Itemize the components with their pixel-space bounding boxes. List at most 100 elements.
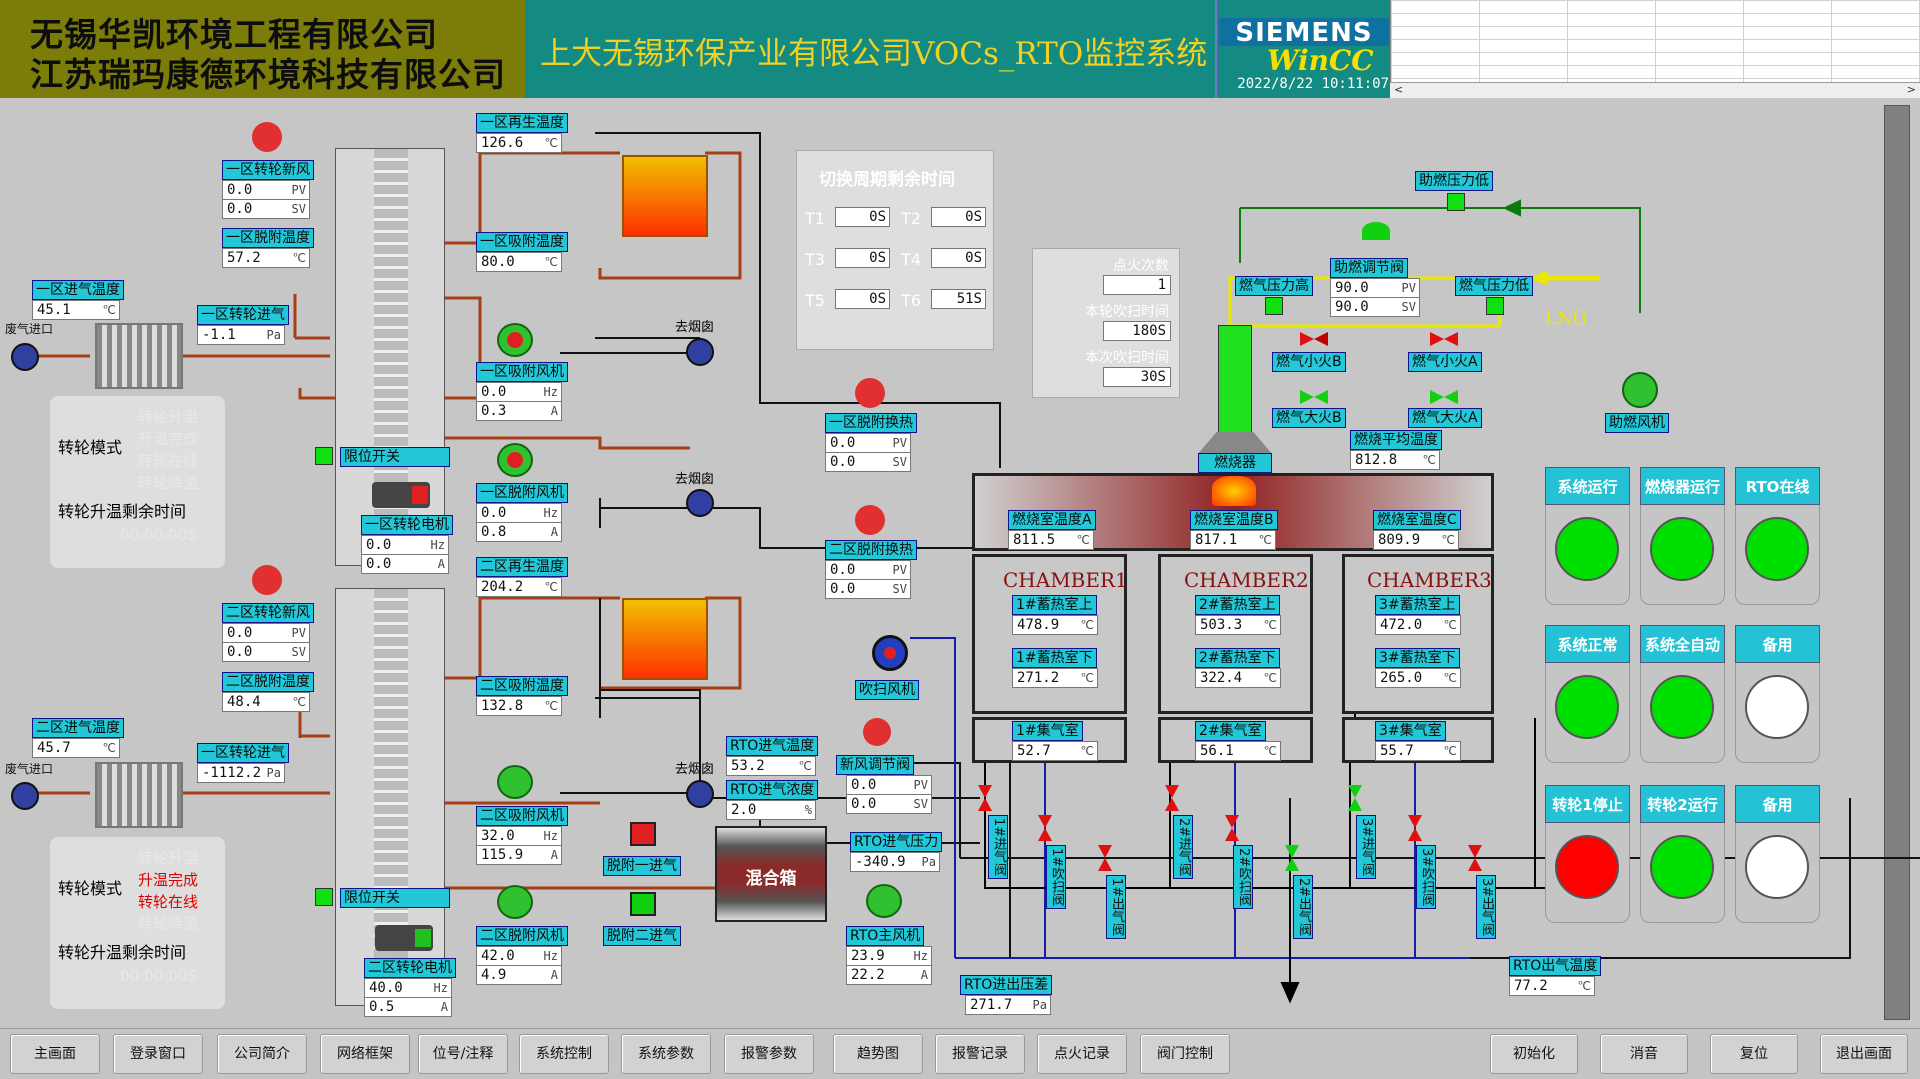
zone1-suction-temp: 80.0℃ (476, 252, 562, 272)
support-fan-icon[interactable] (1622, 372, 1658, 408)
nav-button-7[interactable]: 报警参数 (724, 1034, 814, 1074)
nav-button-11[interactable]: 阀门控制 (1140, 1034, 1230, 1074)
nav-right-button-0[interactable]: 初始化 (1490, 1034, 1578, 1074)
rto-diff-press-label: RTO进出压差 (960, 975, 1053, 995)
zone2-adsorb-temp-label: 二区脱附温度 (222, 672, 314, 692)
ch2-purge-valve-label: 2#吹扫阀 (1233, 845, 1253, 910)
zone2-remain-label: 转轮升温剩余时间 (58, 943, 187, 962)
nav-button-8[interactable]: 趋势图 (833, 1034, 923, 1074)
support-valve-icon[interactable] (1362, 222, 1390, 240)
zone2-rotor-inlet-label: 一区转轮进气 (197, 743, 289, 763)
desorb1-valve-icon[interactable] (630, 822, 656, 846)
desorb2-valve-icon[interactable] (630, 892, 656, 916)
zone1-desorb-fan-icon[interactable] (497, 443, 533, 477)
gas-large-b-valve-icon[interactable] (1300, 390, 1328, 404)
alarm-grid[interactable] (1390, 0, 1920, 98)
status-label-7: 转轮2运行 (1640, 785, 1725, 823)
exhaust-inlet-2-label: 废气进口 (5, 762, 54, 776)
col2-label: 2#集气室 (1195, 721, 1266, 741)
gas-large-a-valve-icon[interactable] (1430, 390, 1458, 404)
burner-tower-icon (1218, 325, 1252, 433)
zone2-rotor-motor-label: 二区转轮电机 (364, 958, 456, 978)
nav-button-0[interactable]: 主画面 (10, 1034, 100, 1074)
nav-button-3[interactable]: 网络框架 (320, 1034, 410, 1074)
zone2-mode-panel: 转轮升温 升温完成 转轮在线 转轮降温 转轮模式 转轮升温剩余时间 00:00:… (50, 837, 225, 1009)
gas-small-a-valve-icon[interactable] (1430, 332, 1458, 346)
rto-in-conc-label: RTO进气浓度 (726, 780, 819, 800)
scroll-right-icon[interactable]: > (1906, 83, 1916, 96)
zone1-remain-time: 00:00:00S (120, 526, 197, 544)
nav-button-4[interactable]: 位号/注释 (418, 1034, 508, 1074)
nav-right-button-1[interactable]: 消音 (1600, 1034, 1688, 1074)
nav-button-6[interactable]: 系统参数 (621, 1034, 711, 1074)
chimney-2-label: 去烟囱 (675, 472, 715, 487)
nav-button-9[interactable]: 报警记录 (935, 1034, 1025, 1074)
col1-temp: 52.7℃ (1012, 741, 1098, 761)
purge-time: 180S (1103, 321, 1171, 341)
ch1-outlet-valve-label: 1#出气阀 (1106, 875, 1126, 940)
gas-small-b-valve-icon[interactable] (1300, 332, 1328, 346)
zone1-adsorb-temp: 57.2℃ (222, 248, 310, 268)
status-lamp-7 (1650, 835, 1714, 899)
exhaust-inlet-1-label: 废气进口 (5, 322, 54, 336)
avg-temp-label: 燃烧平均温度 (1350, 430, 1442, 450)
ch1-down-label: 1#蓄热室下 (1012, 648, 1097, 668)
nav-button-10[interactable]: 点火记录 (1037, 1034, 1127, 1074)
nav-right-button-2[interactable]: 复位 (1710, 1034, 1798, 1074)
filter-2-icon (95, 762, 183, 828)
ch3-up-label: 3#蓄热室上 (1375, 595, 1460, 615)
comb-temp-b: 817.1℃ (1190, 530, 1276, 550)
nav-button-1[interactable]: 登录窗口 (113, 1034, 203, 1074)
zone2-fresh-air-valve-icon[interactable] (252, 565, 282, 595)
zone2-limit-switch-icon (315, 888, 333, 906)
nav-button-2[interactable]: 公司简介 (217, 1034, 307, 1074)
rto-main-fan-icon[interactable] (866, 884, 902, 918)
purge-fan-icon[interactable] (872, 635, 908, 671)
zone2-desorb-fan-icon[interactable] (497, 885, 533, 919)
gas-large-b-label: 燃气大火B (1272, 408, 1346, 428)
fresh-valve-icon[interactable] (863, 718, 891, 746)
chimney-3-label: 去烟囱 (675, 762, 715, 777)
datetime: 2022/8/22 10:11:07 (1237, 76, 1389, 92)
rto-out-temp: 77.2℃ (1509, 976, 1595, 996)
cur-purge-time-label: 本次吹扫时间 (1085, 350, 1169, 366)
gas-press-low-label: 燃气压力低 (1455, 276, 1533, 296)
status-lamp-0 (1555, 517, 1619, 581)
zone2-rotor-motor-icon[interactable] (375, 925, 433, 951)
t2-label: T2 (901, 209, 921, 228)
scroll-left-icon[interactable]: < (1394, 83, 1404, 96)
flame-icon (1212, 476, 1256, 506)
zone1-mode-title: 转轮模式 (58, 438, 123, 457)
zone1-rotor-inlet-label: 一区转轮进气 (197, 305, 289, 325)
zone1-desorb-hx-valve-icon[interactable] (855, 378, 885, 408)
zone2-suction-fan-icon[interactable] (497, 765, 533, 799)
desorb1-label: 脱附一进气 (603, 856, 681, 876)
zone2-mode-title: 转轮模式 (58, 879, 123, 898)
ch3-down-temp: 265.0℃ (1375, 668, 1461, 688)
zone2-mode-heated: 升温完成 (138, 871, 199, 889)
ch1-up-label: 1#蓄热室上 (1012, 595, 1097, 615)
zone1-suction-fan-icon[interactable] (497, 323, 533, 357)
heat-exchanger-1-icon (622, 155, 708, 237)
t5-label: T5 (805, 291, 825, 310)
zone2-desorb-hx-valve-icon[interactable] (855, 505, 885, 535)
ch2-outlet-valve-label: 2#出气阀 (1293, 875, 1313, 940)
rto-main-fan-label: RTO主风机 (846, 926, 925, 946)
zone1-rotor-motor-icon[interactable] (372, 482, 430, 508)
t1-label: T1 (805, 209, 825, 228)
zone1-fresh-air-valve-icon[interactable] (252, 122, 282, 152)
nav-right-button-3[interactable]: 退出画面 (1820, 1034, 1908, 1074)
cycle-title: 切换周期剩余时间 (819, 170, 955, 190)
horizontal-scrollbar[interactable]: <> (1390, 82, 1920, 98)
nav-button-5[interactable]: 系统控制 (519, 1034, 609, 1074)
ch3-inlet-valve-label: 3#进气阀 (1356, 815, 1376, 880)
ch2-down-label: 2#蓄热室下 (1195, 648, 1280, 668)
